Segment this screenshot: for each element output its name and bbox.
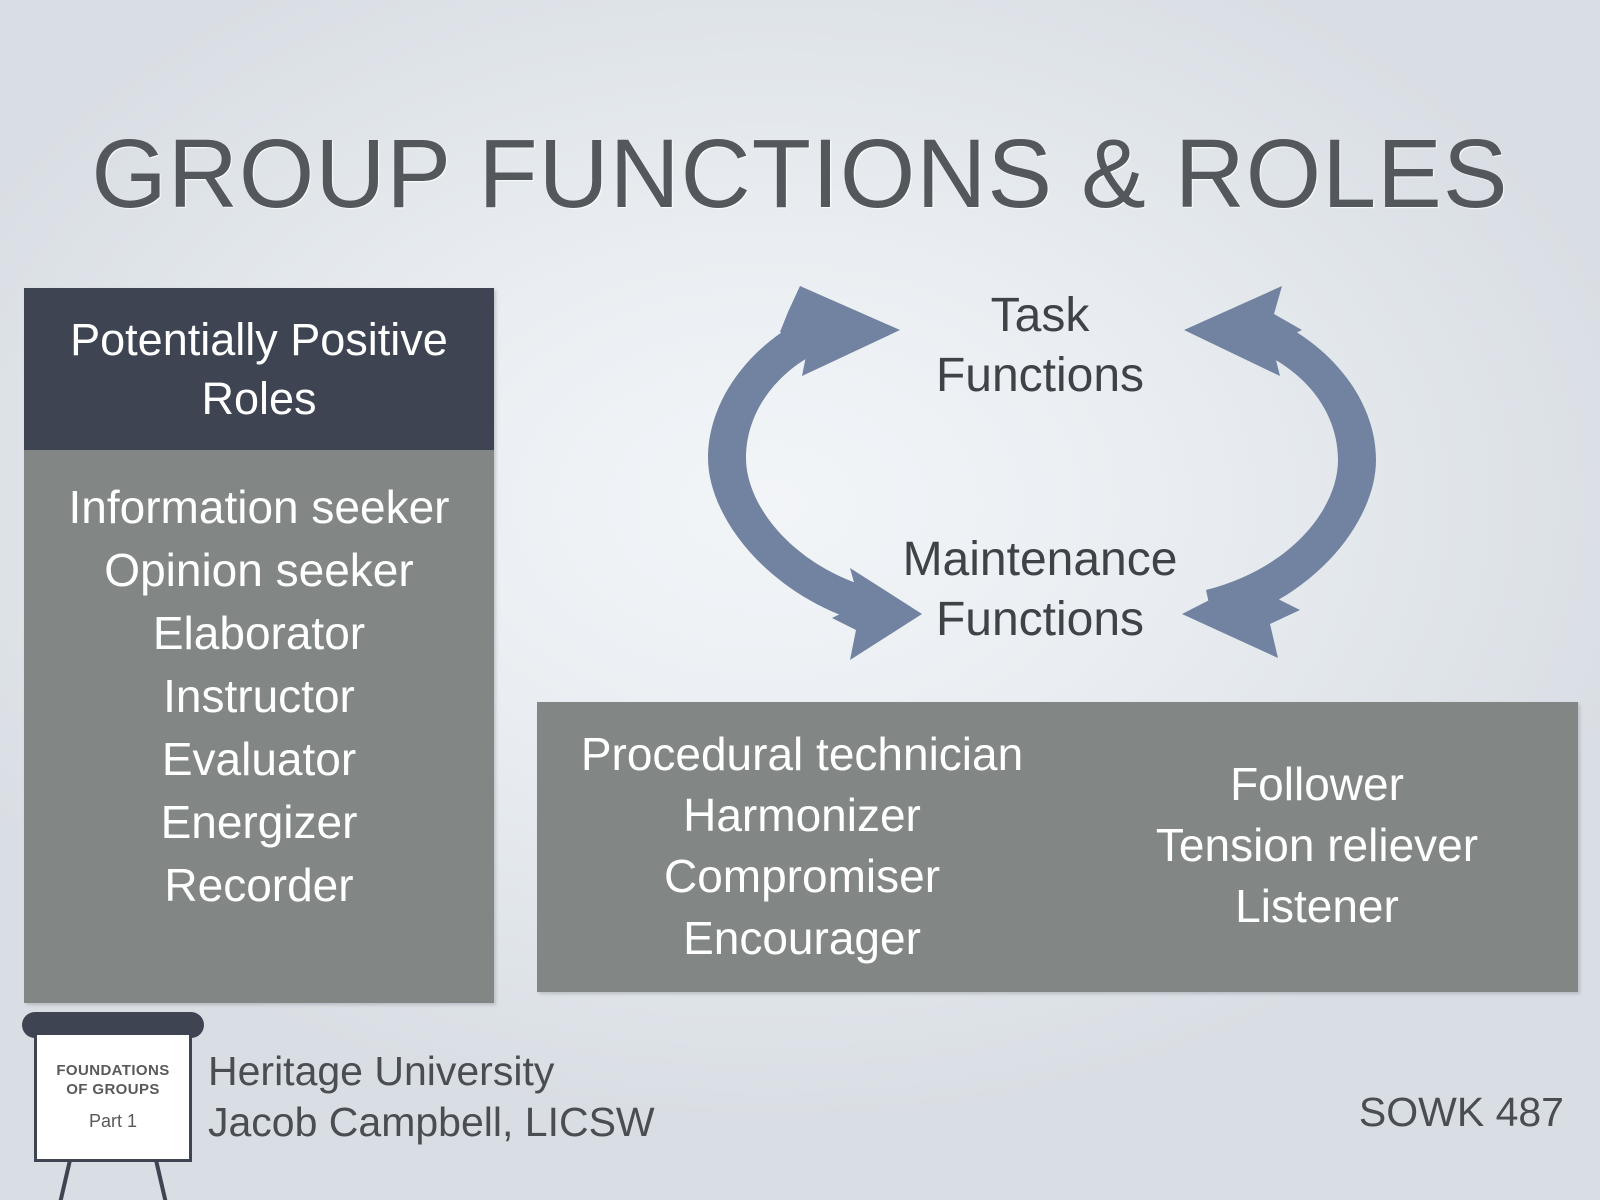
panel-header: Potentially Positive Roles bbox=[24, 288, 494, 450]
cycle-label-maintenance-line1: Maintenance bbox=[902, 533, 1178, 586]
cycle-label-task-line2: Functions bbox=[935, 349, 1145, 402]
panel-header-label: Potentially Positive Roles bbox=[70, 313, 448, 424]
footer-course-code: SOWK 487 bbox=[1358, 1089, 1564, 1135]
list-item: Follower bbox=[1230, 758, 1404, 810]
cycle-label-task: Task Functions bbox=[840, 286, 1240, 406]
right-curved-arrow-icon bbox=[1182, 286, 1376, 658]
foundations-of-groups-logo: FOUNDATIONS OF GROUPS Part 1 bbox=[20, 1012, 206, 1200]
list-item: Instructor bbox=[163, 670, 355, 723]
maintenance-roles-left-column: Procedural technician Harmonizer Comprom… bbox=[537, 702, 1067, 969]
footer-institution: Heritage University bbox=[208, 1048, 555, 1094]
board-leg-right-icon bbox=[154, 1159, 168, 1200]
list-item: Information seeker bbox=[68, 481, 450, 533]
cycle-arrows-graphic bbox=[708, 286, 1376, 660]
logo-title-line1: FOUNDATIONS bbox=[56, 1062, 170, 1080]
logo-part-label: Part 1 bbox=[88, 1110, 138, 1131]
list-item: Tension reliever bbox=[1155, 819, 1479, 872]
board-leg-left-icon bbox=[58, 1159, 72, 1200]
cycle-label-maintenance: Maintenance Functions bbox=[790, 530, 1290, 650]
panel-role-list: Information seeker Opinion seeker Elabor… bbox=[24, 450, 494, 1003]
list-item: Encourager bbox=[683, 911, 921, 964]
cycle-label-task-line1: Task bbox=[990, 289, 1090, 342]
list-item: Opinion seeker bbox=[104, 544, 414, 597]
logo-title-line2: OF GROUPS bbox=[66, 1081, 160, 1098]
list-item: Evaluator bbox=[161, 733, 357, 786]
list-item: Elaborator bbox=[152, 607, 366, 660]
list-item: Procedural technician bbox=[580, 728, 1024, 780]
list-item: Compromiser bbox=[663, 850, 941, 903]
footer-presenter: Jacob Campbell, LICSW bbox=[208, 1099, 655, 1146]
list-item: Harmonizer bbox=[683, 789, 921, 842]
presentation-board-screen-icon: FOUNDATIONS OF GROUPS Part 1 bbox=[34, 1032, 192, 1162]
page-title: GROUP FUNCTIONS & ROLES bbox=[91, 119, 1509, 228]
maintenance-roles-panel: Procedural technician Harmonizer Comprom… bbox=[537, 702, 1578, 992]
cycle-diagram: Task Functions Maintenance Functions bbox=[660, 268, 1430, 668]
footer-credit: Heritage University Jacob Campbell, LICS… bbox=[208, 1046, 655, 1149]
cycle-label-maintenance-line2: Functions bbox=[935, 593, 1145, 646]
maintenance-roles-right-column: Follower Tension reliever Listener bbox=[1067, 702, 1567, 938]
list-item: Recorder bbox=[164, 859, 354, 912]
left-curved-arrow-icon bbox=[708, 286, 922, 660]
list-item: Energizer bbox=[160, 796, 358, 849]
list-item: Listener bbox=[1235, 880, 1399, 933]
potentially-positive-roles-panel: Potentially Positive Roles Information s… bbox=[24, 288, 494, 1003]
